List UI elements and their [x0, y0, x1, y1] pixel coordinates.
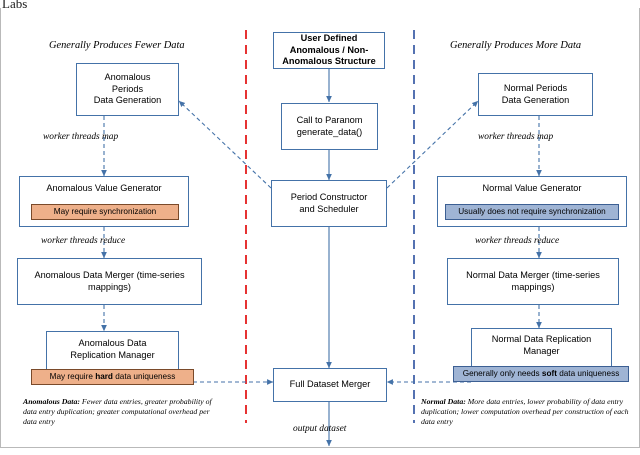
- anomalous-sync-note: May require synchronization: [31, 204, 179, 220]
- normal-value-generator-label: Normal Value Generator: [482, 183, 582, 193]
- user-defined-line-3: Anomalous Structure: [282, 56, 376, 67]
- anomalous-uniqueness-pre: May require: [49, 372, 96, 382]
- anomalous-footnote: Anomalous Data: Fewer data entries, grea…: [23, 397, 223, 427]
- normal-uniqueness-bold: soft: [541, 369, 557, 379]
- anomalous-uniqueness-note-text: May require hard data uniqueness: [50, 372, 176, 382]
- breadcrumb: Labs: [2, 0, 28, 11]
- anomalous-value-generator-label: Anomalous Value Generator: [46, 183, 162, 193]
- full-dataset-merger-label: Full Dataset Merger: [289, 379, 371, 390]
- user-defined-structure-box[interactable]: User Defined Anomalous / Non- Anomalous …: [273, 32, 385, 69]
- output-dataset-label: output dataset: [293, 424, 347, 434]
- anomalous-repl-line-2: Replication Manager: [70, 349, 155, 360]
- left-column-header: Generally Produces Fewer Data: [49, 40, 185, 51]
- anomalous-footnote-title: Anomalous Data:: [23, 397, 80, 406]
- right-worker-threads-reduce-label: worker threads reduce: [475, 236, 560, 246]
- connector-layer: [101, 30, 542, 447]
- normal-sync-note-label: Usually does not require synchronization: [458, 207, 606, 217]
- normal-periods-generation-box[interactable]: Normal Periods Data Generation: [478, 73, 593, 116]
- right-worker-threads-map-label: worker threads map: [478, 132, 554, 142]
- anomalous-uniqueness-note: May require hard data uniqueness: [31, 369, 194, 385]
- right-column-header: Generally Produces More Data: [450, 40, 582, 51]
- normal-uniqueness-note: Generally only needs soft data uniquenes…: [453, 366, 629, 382]
- normal-repl-line-2: Manager: [523, 345, 560, 356]
- anomalous-periods-generation-box[interactable]: Anomalous Periods Data Generation: [76, 63, 179, 116]
- period-line-1: Period Constructor: [290, 191, 368, 202]
- period-constructor-box[interactable]: Period Constructor and Scheduler: [271, 180, 387, 227]
- anomalous-gen-line-2: Periods: [111, 83, 144, 94]
- normal-gen-line-2: Data Generation: [501, 94, 570, 105]
- normal-footnote: Normal Data: More data entries, lower pr…: [421, 397, 631, 427]
- normal-uniqueness-pre: Generally only needs: [462, 369, 542, 379]
- anomalous-data-merger-box[interactable]: Anomalous Data Merger (time-series mappi…: [17, 258, 202, 305]
- normal-sync-note: Usually does not require synchronization: [445, 204, 619, 220]
- user-defined-line-2: Anomalous / Non-: [289, 44, 369, 55]
- anomalous-gen-line-3: Data Generation: [93, 95, 162, 106]
- normal-footnote-title: Normal Data:: [421, 397, 466, 406]
- left-worker-threads-reduce-label: worker threads reduce: [41, 236, 126, 246]
- anomalous-uniqueness-bold: hard: [95, 372, 113, 382]
- anomalous-uniqueness-post: data uniqueness: [112, 372, 176, 382]
- normal-merger-line-2: mappings): [511, 281, 555, 292]
- call-line-2: generate_data(): [296, 126, 363, 137]
- normal-gen-line-1: Normal Periods: [503, 82, 568, 93]
- left-worker-threads-map-label: worker threads map: [43, 132, 119, 142]
- call-to-paranom-box[interactable]: Call to Paranom generate_data(): [281, 103, 378, 150]
- anomalous-merger-line-2: mappings): [88, 281, 131, 292]
- diagram-canvas: Generally Produces Fewer Data Generally …: [0, 8, 640, 448]
- anomalous-gen-line-1: Anomalous: [104, 71, 151, 82]
- anomalous-merger-line-1: Anomalous Data Merger (time-series: [34, 269, 185, 280]
- normal-footnote-body: More data entries, lower probability of …: [421, 397, 629, 427]
- call-line-1: Call to Paranom: [296, 114, 363, 125]
- period-line-2: and Scheduler: [299, 203, 359, 214]
- normal-repl-line-1: Normal Data Replication: [491, 334, 592, 344]
- normal-data-merger-box[interactable]: Normal Data Merger (time-series mappings…: [447, 258, 619, 305]
- user-defined-line-1: User Defined: [300, 32, 358, 43]
- anomalous-sync-note-label: May require synchronization: [53, 207, 157, 217]
- normal-uniqueness-post: data uniqueness: [556, 369, 620, 379]
- anomalous-repl-line-1: Anomalous Data: [78, 338, 147, 348]
- full-dataset-merger-box[interactable]: Full Dataset Merger: [273, 368, 387, 402]
- normal-merger-line-1: Normal Data Merger (time-series: [466, 269, 600, 280]
- normal-uniqueness-note-text: Generally only needs soft data uniquenes…: [463, 369, 620, 379]
- anomalous-footnote-body: Fewer data entries, greater probability …: [23, 397, 212, 427]
